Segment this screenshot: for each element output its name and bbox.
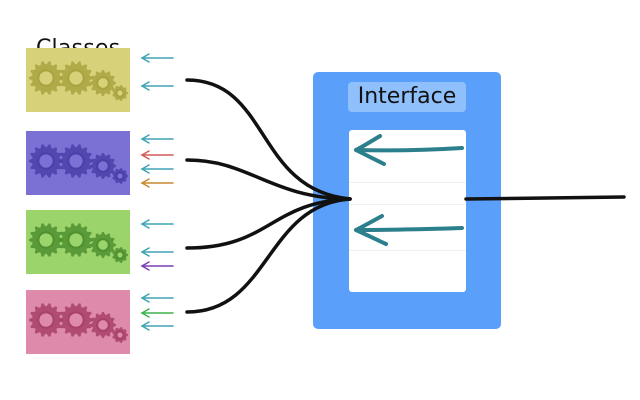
arrow-left-icon bbox=[354, 214, 464, 246]
connector-output bbox=[464, 195, 626, 201]
gear-hub bbox=[115, 88, 125, 98]
gear-icon bbox=[29, 223, 128, 263]
gear-hub bbox=[96, 238, 110, 252]
method-arrow bbox=[140, 53, 174, 63]
gear-icon bbox=[29, 144, 128, 184]
gear-hub bbox=[96, 318, 110, 332]
connector-purple bbox=[185, 158, 352, 201]
method-arrow bbox=[140, 164, 174, 174]
interface-title: Interface bbox=[348, 82, 466, 112]
arrow-left-icon bbox=[354, 134, 464, 166]
connector-pink bbox=[185, 197, 352, 314]
method-arrow bbox=[140, 150, 174, 160]
class-box-pink bbox=[26, 290, 130, 354]
gear-hub bbox=[67, 231, 85, 249]
method-arrow bbox=[140, 247, 174, 257]
method-arrow bbox=[140, 178, 174, 188]
gear-icon bbox=[29, 61, 128, 101]
connector-green bbox=[185, 197, 352, 250]
gear-hub bbox=[67, 69, 85, 87]
method-arrow bbox=[140, 219, 174, 229]
card-divider bbox=[349, 204, 466, 205]
class-box-green bbox=[26, 210, 130, 274]
gear-hub bbox=[37, 231, 55, 249]
gear-icon bbox=[29, 303, 128, 343]
method-arrow bbox=[140, 261, 174, 271]
card-divider bbox=[349, 250, 466, 251]
gear-hub bbox=[115, 250, 125, 260]
gear-hub bbox=[115, 171, 125, 181]
gear-hub bbox=[115, 330, 125, 340]
connector-yellow bbox=[185, 78, 352, 201]
gear-hub bbox=[37, 311, 55, 329]
method-arrow bbox=[140, 308, 174, 318]
gear-hub bbox=[96, 159, 110, 173]
method-arrow bbox=[140, 293, 174, 303]
class-box-yellow bbox=[26, 48, 130, 112]
gear-hub bbox=[37, 152, 55, 170]
card-divider bbox=[349, 182, 466, 183]
method-arrow bbox=[140, 321, 174, 331]
method-arrow bbox=[140, 81, 174, 91]
gear-hub bbox=[37, 69, 55, 87]
method-arrow bbox=[140, 134, 174, 144]
gear-hub bbox=[96, 76, 110, 90]
class-box-purple bbox=[26, 131, 130, 195]
gear-hub bbox=[67, 152, 85, 170]
gear-hub bbox=[67, 311, 85, 329]
